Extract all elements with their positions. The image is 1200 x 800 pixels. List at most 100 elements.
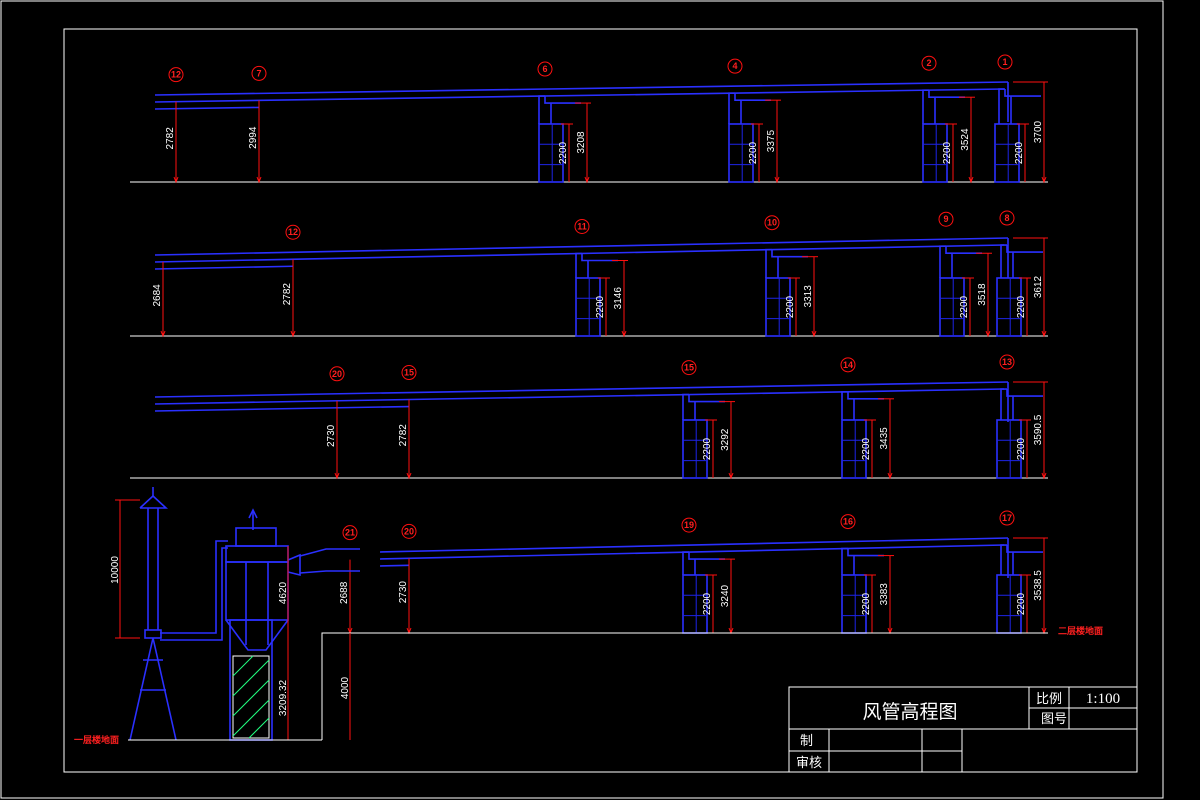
total-height-dim: 3700 [1033,120,1044,143]
ground-floor-label: 一层楼地面 [74,734,119,745]
branch-label-circle [999,510,1015,526]
branch-label-circle [999,210,1015,226]
unit-height-dim: 2200 [942,141,953,164]
main-duct [379,537,1009,578]
stack-height-dim: 10000 [110,556,121,584]
drawing-number-label: 图号 [1041,711,1067,726]
branch-15: 15 2200 3292 [681,360,735,480]
unit-height-dim: 2200 [1014,141,1025,164]
sheet-border [0,0,1164,799]
branch-label-circle [840,357,856,373]
branch-label-circle [537,61,553,77]
branch-label-circle [999,354,1015,370]
branch-label-circle [727,58,743,74]
unit-height-dim: 2200 [861,437,872,460]
height-dim: 2684 [152,284,163,307]
branch-label-circle [840,514,856,530]
total-height-dim: 3240 [720,584,731,607]
branch-label: 4 [732,61,737,71]
floor-levels: 4000 一层楼地面 二层楼地面 [74,625,1103,745]
unit-height-dim: 2200 [595,295,606,318]
title-block: 风管高程图 比例 1:100 图号 制 审核 [788,686,1138,773]
branch-label: 16 [843,517,853,527]
fan-coil-unit [575,277,601,337]
branch-unlabeled: 2684 [152,261,166,338]
branch-label-circle [764,215,780,231]
branch-label: 2 [926,58,931,68]
main-duct [154,81,1009,122]
branch-label: 15 [404,368,414,378]
branch-label: 19 [684,520,694,530]
branch-label: 14 [843,360,853,370]
connecting-duct [160,540,228,641]
drawing-frame [63,28,1138,773]
drawing-title: 风管高程图 [862,701,957,723]
total-height-dim: 3538.5 [1033,570,1044,601]
cyclone-height-dim: 4620 [278,581,289,604]
main-duct [154,381,1009,422]
branch-label: 21 [345,528,355,538]
fan-coil-unit [841,419,867,479]
branch-7: 7 2994 [248,65,267,184]
exhaust-stack: 10000 [110,487,177,741]
floor-height-dim: 4000 [340,676,351,699]
branch-label: 9 [943,214,948,224]
branch-label: 13 [1002,357,1012,367]
branch-label: 17 [1002,513,1012,523]
second-floor-label: 二层楼地面 [1058,625,1103,636]
height-dim: 2994 [248,126,259,149]
branch-label-circle [401,523,417,539]
branch-label: 15 [684,363,694,373]
branch-label: 6 [542,64,547,74]
branch-label-circle [938,211,954,227]
branch-21: 21 2688 [339,525,358,635]
fan-coil-unit [682,419,708,479]
total-height-dim: 3590.5 [1033,414,1044,445]
height-dim: 2688 [339,581,350,604]
unit-height-dim: 2200 [785,295,796,318]
total-height-dim: 3292 [720,428,731,451]
total-height-dim: 3612 [1033,275,1044,298]
total-height-dim: 3313 [803,285,814,308]
unit-height-dim: 2200 [959,295,970,318]
branch-label-circle [574,218,590,234]
unit-height-dim: 2200 [702,437,713,460]
branch-label-circle [285,224,301,240]
cyclone-separator: 4620 3209.32 [225,508,301,741]
fan-coil-unit [996,419,1022,479]
branch-label-circle [251,65,267,81]
branch-20: 20 2730 [398,523,417,635]
base-height-dim: 3209.32 [278,679,289,716]
height-dim: 2730 [326,424,337,447]
scale-label: 比例 [1036,691,1062,706]
branch-1: 1 2200 3700 [994,54,1048,184]
branch-label-circle [681,517,697,533]
fan-coil-unit [765,277,791,337]
height-dim: 2730 [398,581,409,604]
unit-height-dim: 2200 [1016,295,1027,318]
fan-coil-unit [538,123,564,183]
unit-height-dim: 2200 [748,141,759,164]
branch-label: 20 [404,526,414,536]
unit-height-dim: 2200 [861,592,872,615]
branch-label: 1 [1002,57,1007,67]
total-height-dim: 3146 [613,287,624,310]
branch-label: 12 [171,70,181,80]
fan-coil-unit [994,123,1020,183]
branch-label: 7 [256,68,261,78]
